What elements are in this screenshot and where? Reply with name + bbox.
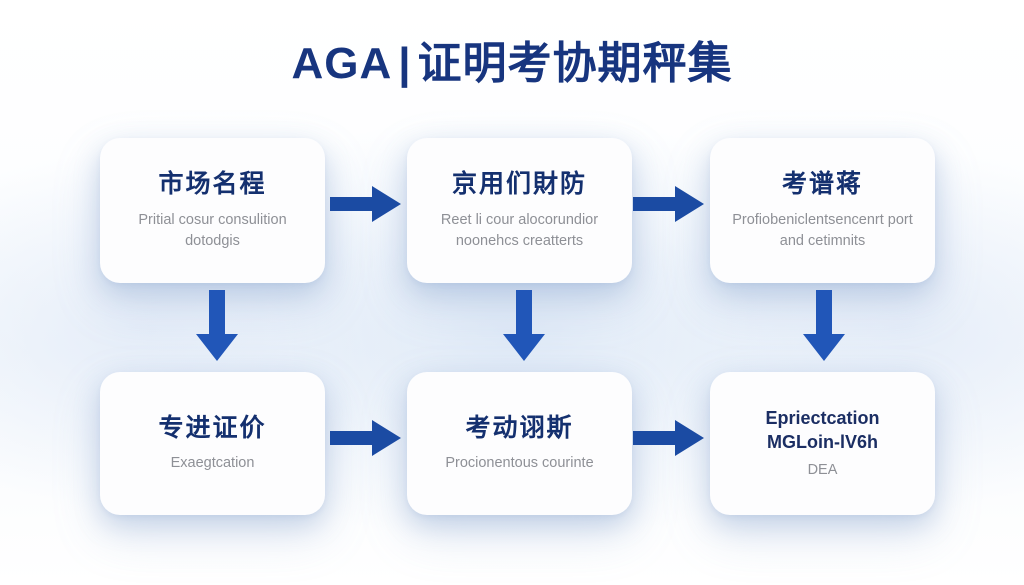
page-title-separator: |	[398, 39, 412, 88]
flow-card-3-subtext: Profiobeniclentsencenrt port and cetimni…	[728, 210, 918, 252]
arrow-down-icon-card2-to-card5	[500, 290, 548, 362]
flow-card-1-heading: 市场名程	[158, 170, 267, 199]
flow-card-4-subtext-line1: Exaegtcation	[170, 455, 255, 472]
arrow-right-icon-card4-to-card5	[330, 418, 402, 458]
arrow-down-icon-card1-to-card4	[193, 290, 241, 362]
flow-card-3-subtext-line1: Profiobeniclentsencenrt	[732, 211, 884, 228]
flow-card-1-subtext: Pritial cosur consulition dotodgis	[118, 210, 308, 252]
arrow-right-icon-card5-to-card6	[633, 418, 705, 458]
flow-card-6-heading: Epriectcation MGLoin-lV6h	[765, 406, 879, 455]
flow-card-3[interactable]: 考谱蒋 Profiobeniclentsencenrt port and cet…	[710, 138, 935, 283]
flow-card-6-subtext-line1: DEA	[807, 461, 838, 478]
flow-card-6-heading-line1: Epriectcation	[765, 408, 880, 429]
flow-card-2-subtext-line1: Reet li cour alocorundior	[440, 211, 599, 228]
flow-card-5-heading: 考动诩斯	[465, 413, 574, 442]
flow-card-5-subtext: Procionentous courinte	[445, 453, 593, 474]
flow-card-1-subtext-line2: dotodgis	[185, 232, 240, 249]
flow-card-6-heading-line2: MGLoin-lV6h	[767, 432, 878, 453]
flow-card-2[interactable]: 京用们財防 Reet li cour alocorundior noonehcs…	[407, 138, 632, 283]
page-title-cjk: 证明考协期秤集	[417, 39, 733, 88]
flow-card-1[interactable]: 市场名程 Pritial cosur consulition dotodgis	[100, 138, 325, 283]
flow-card-4[interactable]: 专进证价 Exaegtcation	[100, 372, 325, 515]
flow-card-3-heading: 考谱蒋	[781, 170, 863, 199]
flow-card-2-subtext-line2: noonehcs creatterts	[455, 232, 584, 249]
flow-card-4-subtext: Exaegtcation	[171, 453, 255, 474]
page-title-prefix: AGA	[291, 39, 393, 88]
flow-card-5[interactable]: 考动诩斯 Procionentous courinte	[407, 372, 632, 515]
arrow-right-icon-card2-to-card3	[633, 184, 705, 224]
flow-card-2-subtext: Reet li cour alocorundior noonehcs creat…	[425, 210, 615, 252]
flow-card-3-subtext-line2: port and cetimnits	[779, 211, 913, 249]
arrow-down-icon-card3-to-card6	[800, 290, 848, 362]
flow-card-4-heading: 专进证价	[158, 413, 267, 442]
flow-card-1-subtext-line1: Pritial cosur consulition	[138, 211, 287, 228]
flow-card-2-heading: 京用们財防	[451, 170, 587, 199]
arrow-right-icon-card1-to-card2	[330, 184, 402, 224]
flow-card-6-subtext: DEA	[808, 460, 838, 481]
flow-card-5-subtext-line1: Procionentous courinte	[445, 455, 594, 472]
flow-card-6[interactable]: Epriectcation MGLoin-lV6h DEA	[710, 372, 935, 515]
page-title: AGA|证明考协期秤集	[0, 38, 1024, 90]
